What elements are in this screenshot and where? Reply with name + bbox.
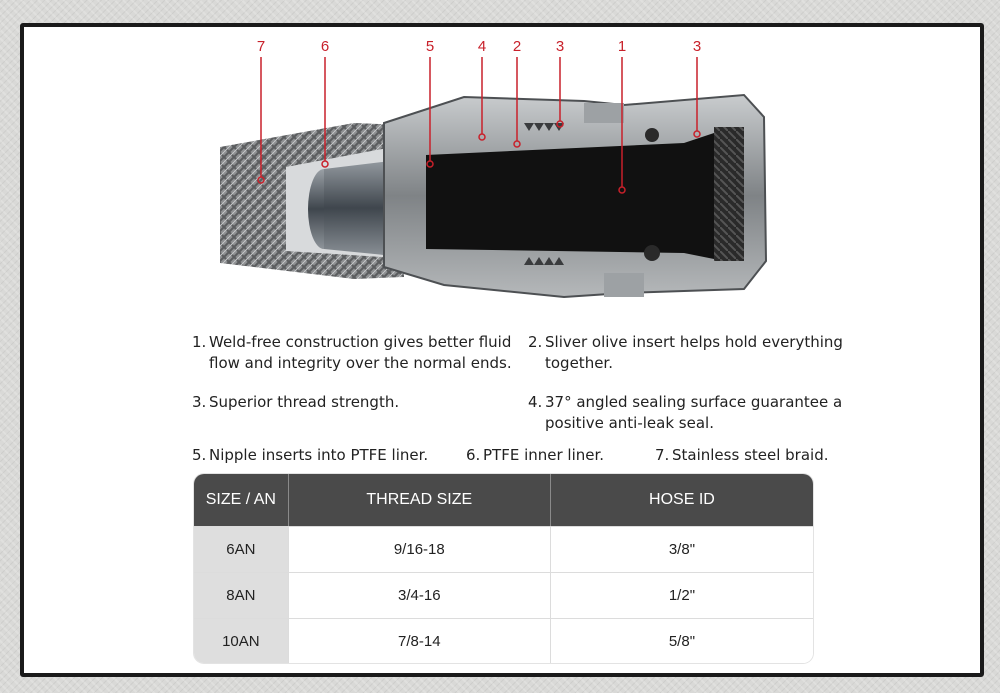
fitting-bore	[426, 127, 744, 261]
description-line: Nipple inserts into PTFE liner.	[209, 446, 429, 464]
content-frame: 7 6 5 4 2 3 1 3 1. Weld-free constructio…	[20, 23, 984, 677]
description-7: 7. Stainless steel braid.	[655, 445, 832, 466]
table-cell: 1/2"	[550, 573, 813, 618]
nut-hole	[644, 245, 660, 261]
table-cell: 10AN	[194, 619, 289, 663]
description-line: 37° angled sealing surface guarantee a	[545, 393, 843, 411]
table-cell: 8AN	[194, 573, 289, 618]
hose-fitting-cutaway-diagram	[220, 57, 768, 299]
description-line: positive anti-leak seal.	[545, 414, 714, 432]
column-header-thread-size: THREAD SIZE	[289, 474, 551, 526]
table-cell: 9/16-18	[288, 527, 551, 572]
description-line: Superior thread strength.	[209, 393, 400, 411]
table-header-row: SIZE / AN THREAD SIZE HOSE ID	[194, 474, 813, 526]
description-number: 3.	[192, 393, 207, 411]
callout-number-7: 7	[256, 38, 266, 55]
callout-number-2: 2	[512, 38, 522, 55]
description-3: 3. Superior thread strength.	[192, 392, 529, 413]
table-cell: 3/4-16	[288, 573, 551, 618]
table-row: 6AN 9/16-18 3/8"	[194, 526, 813, 572]
description-number: 5.	[192, 446, 207, 464]
description-line: Stainless steel braid.	[672, 446, 829, 464]
description-line: Weld-free construction gives better flui…	[209, 333, 512, 351]
description-line: PTFE inner liner.	[483, 446, 605, 464]
callout-number-5: 5	[425, 38, 435, 55]
thread-teeth	[524, 123, 564, 265]
callout-dots	[257, 120, 701, 194]
table-row: 8AN 3/4-16 1/2"	[194, 572, 813, 618]
description-4: 4. 37° angled sealing surface guarantee …	[528, 392, 845, 434]
description-line: Sliver olive insert helps hold everythin…	[545, 333, 843, 351]
table-cell: 7/8-14	[288, 619, 551, 663]
callout-number-1: 1	[617, 38, 627, 55]
column-header-size: SIZE / AN	[194, 474, 289, 526]
description-number: 7.	[655, 446, 670, 464]
description-number: 2.	[528, 333, 543, 351]
description-number: 1.	[192, 333, 207, 351]
description-6: 6. PTFE inner liner.	[466, 445, 653, 466]
description-1: 1. Weld-free construction gives better f…	[192, 332, 529, 374]
description-line: flow and integrity over the normal ends.	[209, 354, 512, 372]
table-cell: 5/8"	[550, 619, 813, 663]
description-number: 6.	[466, 446, 481, 464]
callout-number-6: 6	[320, 38, 330, 55]
callout-number-3: 3	[555, 38, 565, 55]
nut-hole-top	[645, 128, 659, 142]
spec-table: SIZE / AN THREAD SIZE HOSE ID 6AN 9/16-1…	[194, 474, 813, 663]
table-cell: 6AN	[194, 527, 289, 572]
table-row: 10AN 7/8-14 5/8"	[194, 618, 813, 663]
description-number: 4.	[528, 393, 543, 411]
callout-leaders	[260, 57, 698, 187]
description-5: 5. Nipple inserts into PTFE liner.	[192, 445, 469, 466]
callout-number-3b: 3	[692, 38, 702, 55]
description-2: 2. Sliver olive insert helps hold everyt…	[528, 332, 845, 374]
callout-number-4: 4	[477, 38, 487, 55]
column-header-hose-id: HOSE ID	[649, 491, 715, 508]
description-line: together.	[545, 354, 613, 372]
table-cell: 3/8"	[550, 527, 813, 572]
